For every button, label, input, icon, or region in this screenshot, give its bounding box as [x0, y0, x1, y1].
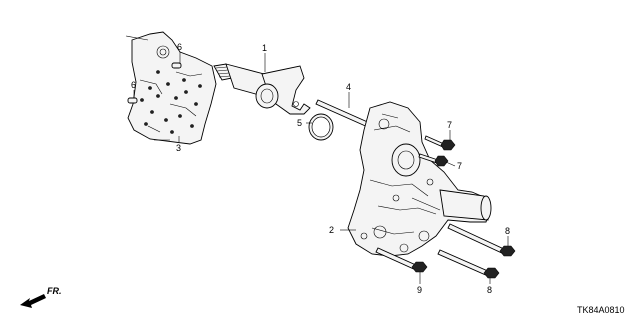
- leader-lines: [133, 52, 509, 284]
- direction-label: FR.: [47, 286, 62, 296]
- bolt-9: [375, 247, 428, 273]
- o-ring: [308, 113, 334, 141]
- diagram-code: TK84A0810: [577, 305, 625, 315]
- callout-5: 5: [297, 118, 302, 128]
- callout-7-upper: 7: [447, 120, 452, 130]
- dowel-pin-lower: [127, 97, 138, 104]
- callout-3: 3: [176, 143, 181, 153]
- callouts: 1 2 3 4 5 6 6 7 7 8 8 9: [131, 42, 510, 295]
- bolt-8-long: [447, 223, 516, 257]
- stator-shaft: [213, 63, 311, 115]
- bolt-7-upper: [424, 135, 456, 151]
- callout-2: 2: [329, 225, 334, 235]
- bolt-7-lower: [418, 153, 449, 167]
- callout-1: 1: [262, 43, 267, 53]
- dowel-pin-upper: [171, 62, 182, 69]
- direction-arrow-icon: [20, 294, 46, 308]
- separator-plate: [125, 31, 217, 145]
- callout-6-upper: 6: [177, 42, 182, 52]
- regulator-valve-body: [347, 101, 492, 257]
- bolt-8-lower: [437, 249, 500, 279]
- callout-9: 9: [417, 285, 422, 295]
- callout-8-lower: 8: [487, 285, 492, 295]
- callout-7-lower: 7: [457, 161, 462, 171]
- callout-8-upper: 8: [505, 226, 510, 236]
- callout-4: 4: [346, 82, 351, 92]
- front-direction-indicator: FR.: [20, 286, 62, 308]
- callout-6-lower: 6: [131, 80, 136, 90]
